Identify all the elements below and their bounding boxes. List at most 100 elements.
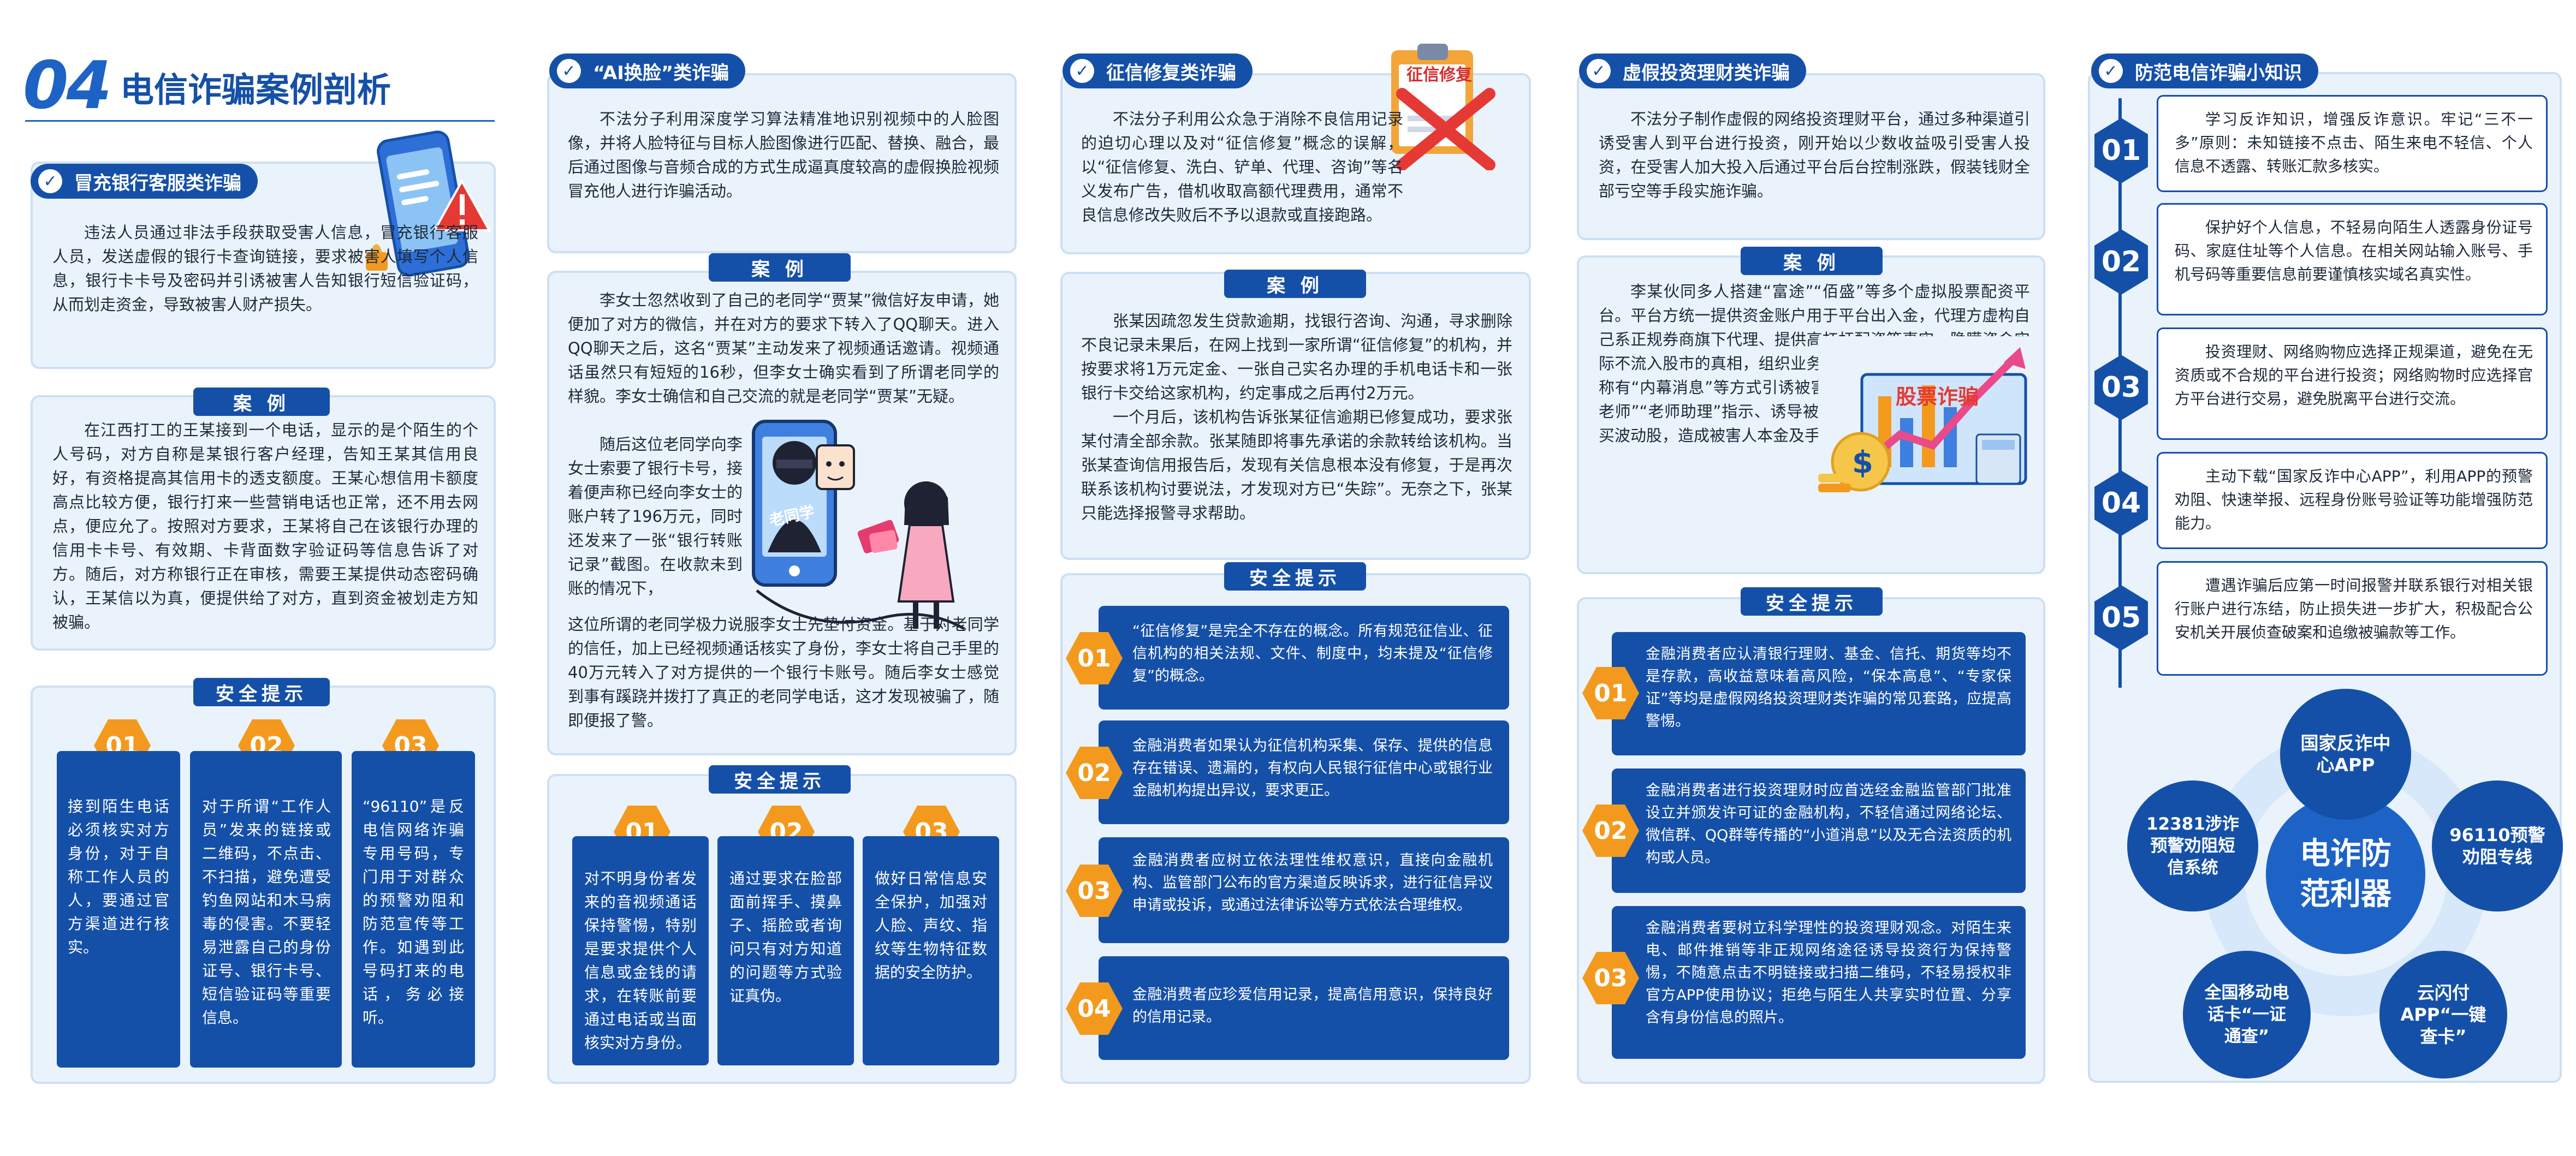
tool-badge: 12381涉诈预警劝阻短信系统 <box>2127 780 2258 911</box>
check-icon: ✓ <box>1587 59 1611 83</box>
svg-text:$: $ <box>1852 445 1873 480</box>
column-ai-face-swap: ✓ “AI换脸”类诈骗 不法分子利用深度学习算法精准地识别视频中的人脸图像，并将… <box>541 0 1021 1156</box>
tips-label: 安全提示 <box>193 678 330 706</box>
tip-text: 金融消费者应树立依法理性维权意识，直接向金融机构、监管部门公布的官方渠道反映诉求… <box>1132 852 1493 914</box>
section-title: 防范电信诈骗小知识 <box>2135 62 2302 84</box>
tip-text: 对于所谓“工作人员”发来的链接或二维码，不点击、不扫描，避免遭受钓鱼网站和木马病… <box>202 797 331 1027</box>
check-icon: ✓ <box>1070 59 1094 83</box>
section-title: “AI换脸”类诈骗 <box>593 62 729 84</box>
illustration-label: 股票诈骗 <box>1896 385 1979 409</box>
stock-fraud-illustration: $ <box>1818 336 2037 500</box>
tip-text: 学习反诈知识，增强反诈意识。牢记“三不一多”原则：未知链接不点击、陌生来电不轻信… <box>2175 110 2533 175</box>
tip-box: 金融消费者应珍爱信用记录，提高信用意识，保持良好的信用记录。 <box>1099 956 1509 1060</box>
center-badge: 电诈防范利器 <box>2266 795 2425 954</box>
case-text: 在江西打工的王某接到一个电话，显示的是个陌生的个人号码，对方自称是某银行客户经理… <box>52 421 478 631</box>
stamp-label: 征信修复 <box>1406 65 1472 85</box>
case-text: 张某因疏忽发生贷款逾期，找银行咨询、沟通，寻求删除不良记录未果后，在网上找到一家… <box>1081 312 1512 402</box>
tip-card: 保护好个人信息，不轻易向陌生人透露身份证号码、家庭住址等个人信息。在相关网站输入… <box>2157 203 2548 315</box>
tip-text: 金融消费者要树立科学理性的投资理财观念。对陌生来电、邮件推销等非正规网络途径诱导… <box>1646 920 2011 1026</box>
tips-label: 安全提示 <box>709 765 851 794</box>
case-label: 案 例 <box>193 388 330 416</box>
intro-card <box>547 73 1017 253</box>
tip-box: 做好日常信息安全保护，加强对人脸、声纹、指纹等生物特征数据的安全防护。 <box>863 836 999 1065</box>
column-credit-repair: ✓ 征信修复类诈骗 征信修复 不法分子利用公众急于消除不良信用记录的迫切心理以及… <box>1054 0 1534 1156</box>
tip-box: 金融消费者应认清银行理财、基金、信托、期货等均不是存款，高收益意味着高风险，“保… <box>1612 632 2026 755</box>
tip-text: “征信修复”是完全不存在的概念。所有规范征信业、征信机构的相关法规、文件、制度中… <box>1132 623 1493 684</box>
tip-text: 投资理财、网络购物应选择正规渠道，避免在无资质或不合规的平台进行投资；网络购物时… <box>2175 343 2533 408</box>
case-text: 一个月后，该机构告诉张某征信逾期已修复成功，要求张某付清全部余款。张某随即将事先… <box>1081 408 1512 522</box>
tips-label: 安全提示 <box>1224 562 1366 591</box>
tool-label: 国家反诈中心APP <box>2300 732 2391 776</box>
tip-box: “征信修复”是完全不存在的概念。所有规范征信业、征信机构的相关法规、文件、制度中… <box>1099 606 1509 710</box>
tip-text: 金融消费者应珍爱信用记录，提高信用意识，保持良好的信用记录。 <box>1132 986 1493 1026</box>
case-label: 案 例 <box>709 253 851 282</box>
section-title-pill: ✓ “AI换脸”类诈骗 <box>549 53 746 88</box>
tip-box: 接到陌生电话必须核实对方身份，对于自称工作人员的人，要通过官方渠道进行核实。 <box>57 751 180 1068</box>
tip-number: 02 <box>1066 747 1123 799</box>
tip-box: 金融消费者进行投资理财时应首选经金融监管部门批准设立并颁发许可证的金融机构，不轻… <box>1612 768 2026 893</box>
column-fake-investment: ✓ 虚假投资理财类诈骗 不法分子制作虚假的网络投资理财平台，通过多种渠道引诱受害… <box>1567 0 2047 1156</box>
tip-box: 金融消费者应树立依法理性维权意识，直接向金融机构、监管部门公布的官方渠道反映诉求… <box>1099 837 1509 943</box>
case-label: 案 例 <box>1224 270 1366 298</box>
tips-label: 安全提示 <box>1741 587 1883 616</box>
tip-box: “96110”是反电信网络诈骗专用号码，专门用于对群众的预警劝阻和防范宣传等工作… <box>352 751 475 1068</box>
tip-text: 接到陌生电话必须核实对方身份，对于自称工作人员的人，要通过官方渠道进行核实。 <box>68 797 169 956</box>
case-card <box>31 395 496 651</box>
case-card <box>1060 272 1531 560</box>
tip-box: 金融消费者如果认为征信机构采集、保存、提供的信息存在错误、遗漏的，有权向人民银行… <box>1099 720 1509 824</box>
tool-label: 全国移动电话卡“一证通查” <box>2204 983 2289 1046</box>
section-title-pill: ✓ 征信修复类诈骗 <box>1063 53 1253 88</box>
section-title: 冒充银行客服类诈骗 <box>74 172 241 194</box>
tip-text: 金融消费者进行投资理财时应首选经金融监管部门批准设立并颁发许可证的金融机构，不轻… <box>1646 782 2011 866</box>
section-title-pill: ✓ 虚假投资理财类诈骗 <box>1579 53 1806 88</box>
tool-badge: 全国移动电话卡“一证通查” <box>2183 951 2311 1078</box>
tip-box: 对不明身份者发来的音视频通话保持警惕，特别是要求提供个人信息或金钱的请求，在转账… <box>572 836 709 1065</box>
tool-label: 云闪付APP“一键查卡” <box>2400 982 2486 1047</box>
tip-text: 通过要求在脸部面前挥手、摸鼻子、摇脸或者询问只有对方知道的问题等方式验证真伪。 <box>729 869 842 1005</box>
face-swap-illustration <box>752 420 965 630</box>
tip-box: 对于所谓“工作人员”发来的链接或二维码，不点击、不扫描，避免遭受钓鱼网站和木马病… <box>190 751 342 1068</box>
tool-label: 12381涉诈预警劝阻短信系统 <box>2146 814 2239 878</box>
tool-label: 96110预警劝阻专线 <box>2449 825 2545 867</box>
tip-text: 金融消费者应认清银行理财、基金、信托、期货等均不是存款，高收益意味着高风险，“保… <box>1646 646 2011 730</box>
center-label: 电诈防范利器 <box>2300 836 2391 912</box>
section-number: 04 <box>23 48 112 124</box>
check-icon: ✓ <box>557 59 581 83</box>
clipboard-x-illustration <box>1391 44 1495 170</box>
case-text: 这位所谓的老同学极力说服李女士先垫付资金。基于对老同学的信任，加上已经视频通话核… <box>568 615 999 730</box>
tip-box: 通过要求在脸部面前挥手、摸鼻子、摇脸或者询问只有对方知道的问题等方式验证真伪。 <box>717 836 854 1065</box>
tip-text: “96110”是反电信网络诈骗专用号码，专门用于对群众的预警劝阻和防范宣传等工作… <box>363 797 464 1027</box>
tip-text: 主动下载“国家反诈中心APP”，利用APP的预警劝阻、快速举报、远程身份账号验证… <box>2175 467 2533 532</box>
intro-text: 违法人员通过非法手段获取受害人信息，冒充银行客服人员，发送虚假的银行卡查询链接，… <box>52 223 478 314</box>
tip-card: 遭遇诈骗后应第一时间报警并联系银行对相关银行账户进行冻结，防止损失进一步扩大，积… <box>2157 561 2548 676</box>
column-prevention-tips: ✓ 防范电信诈骗小知识 学习反诈知识，增强反诈意识。牢记“三不一多”原则：未知链… <box>2080 0 2576 1156</box>
tip-number: 03 <box>1066 865 1123 917</box>
tip-text: 金融消费者如果认为征信机构采集、保存、提供的信息存在错误、遗漏的，有权向人民银行… <box>1132 737 1493 799</box>
case-text: 随后这位老同学向李女士索要了银行卡号，接着便声称已经向李女士的账户转了196万元… <box>568 435 743 598</box>
check-icon: ✓ <box>38 169 62 193</box>
phone-warning-illustration <box>366 130 491 277</box>
section-title: 征信修复类诈骗 <box>1106 62 1236 84</box>
intro-card <box>1577 73 2045 240</box>
column-bank-impersonation: 04 电信诈骗案例剖析 ✓ 冒充银行客服类诈骗 违法人员通过非法手段获取受害人信… <box>0 0 508 1156</box>
tool-badge: 96110预警劝阻专线 <box>2432 780 2563 911</box>
case-text: 李女士忽然收到了自己的老同学“贾某”微信好友申请，她便加了对方的微信，并在对方的… <box>568 291 999 406</box>
intro-text: 不法分子利用深度学习算法精准地识别视频中的人脸图像，并将人脸特征与目标人脸图像进… <box>568 110 999 200</box>
tip-card: 投资理财、网络购物应选择正规渠道，避免在无资质或不合规的平台进行投资；网络购物时… <box>2157 327 2548 440</box>
tip-text: 对不明身份者发来的音视频通话保持警惕，特别是要求提供个人信息或金钱的请求，在转账… <box>584 869 697 1052</box>
case-label: 案 例 <box>1741 247 1883 275</box>
check-icon: ✓ <box>2099 59 2123 83</box>
tip-text: 保护好个人信息，不轻易向陌生人透露身份证号码、家庭住址等个人信息。在相关网站输入… <box>2175 218 2533 283</box>
tip-text: 做好日常信息安全保护，加强对人脸、声纹、指纹等生物特征数据的安全防护。 <box>875 869 987 981</box>
page-title: 电信诈骗案例剖析 <box>120 70 391 110</box>
tip-text: 遭遇诈骗后应第一时间报警并联系银行对相关银行账户进行冻结，防止损失进一步扩大，积… <box>2175 576 2533 641</box>
header-underline <box>25 120 495 122</box>
section-title-pill: ✓ 冒充银行客服类诈骗 <box>31 164 258 199</box>
section-title: 虚假投资理财类诈骗 <box>1623 62 1790 84</box>
tip-number: 01 <box>1066 632 1123 684</box>
section-title-pill: ✓ 防范电信诈骗小知识 <box>2091 53 2318 88</box>
tool-badge: 国家反诈中心APP <box>2280 689 2411 820</box>
intro-text: 不法分子制作虚假的网络投资理财平台，通过多种渠道引诱受害人到平台进行投资，刚开始… <box>1599 110 2030 200</box>
intro-text: 不法分子利用公众急于消除不良信用记录的迫切心理以及对“征信修复”概念的误解，以“… <box>1081 110 1403 224</box>
tip-number: 04 <box>1066 982 1123 1035</box>
